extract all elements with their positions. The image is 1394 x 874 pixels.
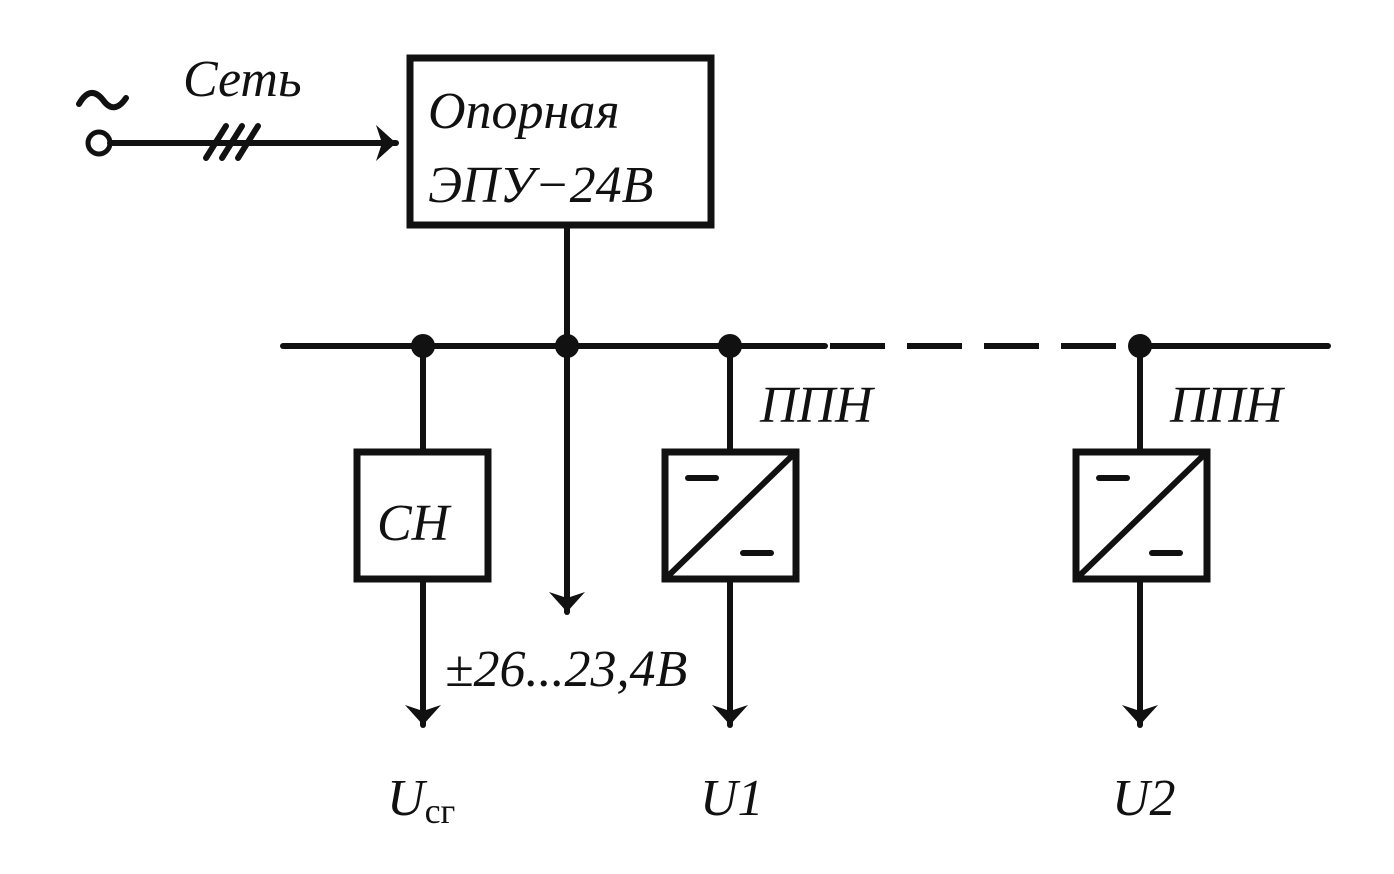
dc-dc-converter-icon xyxy=(661,448,800,583)
converter-2-label: ППН xyxy=(1169,377,1285,434)
converter-1-label: ППН xyxy=(759,377,875,434)
stabilizer-label: СН xyxy=(377,495,452,552)
main-unit-title: Опорная xyxy=(428,83,620,140)
main-unit-subtitle: ЭПУ−24В xyxy=(428,157,653,214)
ac-source-icon xyxy=(76,90,129,111)
three-phase-mark-icon xyxy=(203,123,261,161)
output-u-sg-main: U xyxy=(387,770,428,827)
source-terminal xyxy=(85,129,113,157)
bus-node-icon xyxy=(1128,334,1152,358)
direct-output-label: ±26...23,4В xyxy=(445,641,687,698)
bus-node-icon xyxy=(555,334,579,358)
main-unit-box xyxy=(406,54,715,229)
dc-dc-converter-icon xyxy=(1072,448,1211,583)
bus-node-icon xyxy=(718,334,742,358)
output-u2: U2 xyxy=(1112,770,1176,827)
bus-node-icon xyxy=(411,334,435,358)
output-u-sg: Uсг xyxy=(387,770,455,831)
output-u1: U1 xyxy=(700,770,764,827)
input-label: Сеть xyxy=(183,51,302,108)
output-u-sg-subscript: сг xyxy=(425,791,456,831)
